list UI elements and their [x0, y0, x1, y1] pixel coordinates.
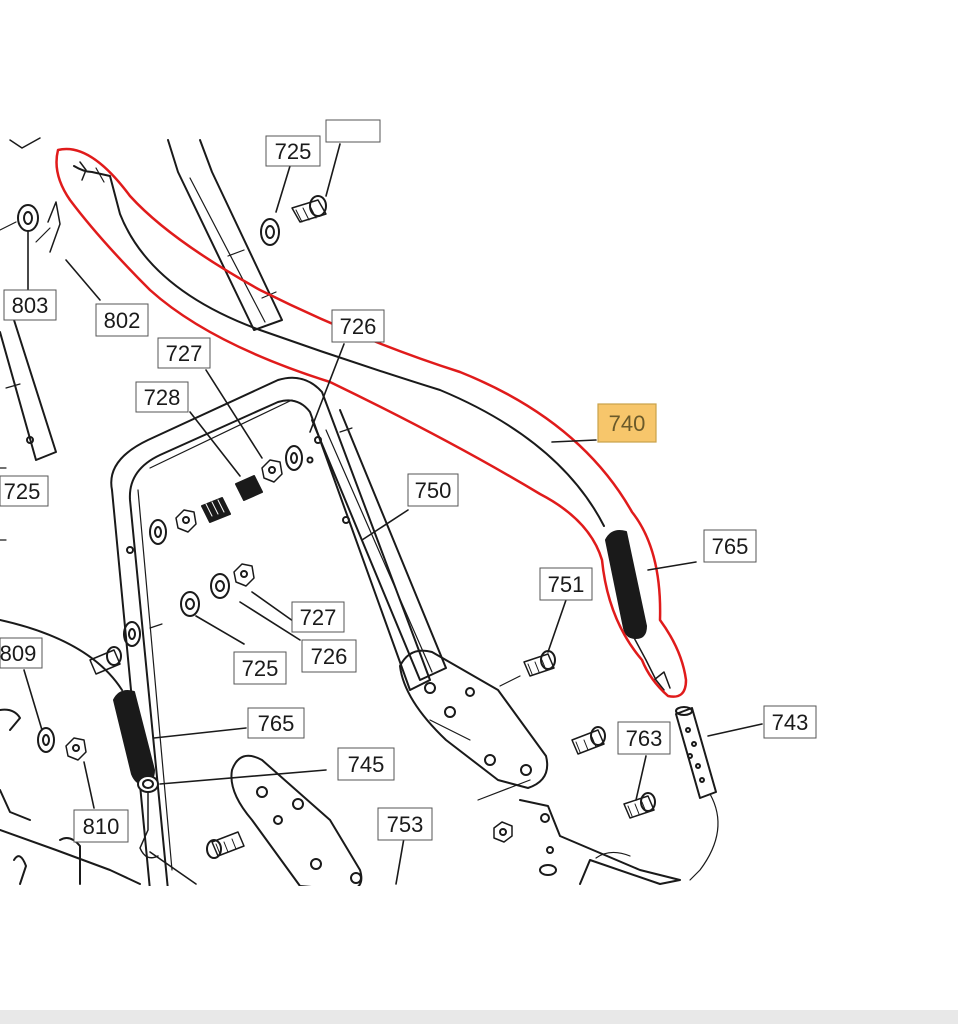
- handle-arm-750: [311, 409, 447, 681]
- washer-809: [123, 621, 163, 647]
- upper-handle-arm: [167, 139, 283, 331]
- cable-left: [0, 619, 159, 859]
- bolt-809: [89, 646, 122, 675]
- label-743: 743: [772, 710, 809, 735]
- label-750: 750: [415, 478, 452, 503]
- label-802: 802: [104, 308, 141, 333]
- label-765-left: 765: [258, 711, 295, 736]
- spring-765-right: [605, 530, 671, 691]
- nut-727-top: [261, 459, 283, 483]
- label-725-mid: 725: [242, 656, 279, 681]
- label-740: 740: [609, 411, 646, 436]
- label-725-left: 725: [4, 479, 41, 504]
- washer-803: [0, 204, 39, 232]
- bolt-763-lower: [623, 792, 656, 819]
- left-handle-bar: [0, 137, 57, 541]
- nut-727-mid: [233, 563, 255, 587]
- label-765-right: 765: [712, 534, 749, 559]
- hairpin-802: [35, 201, 61, 253]
- washer-left: [149, 519, 167, 545]
- cable-740: [73, 161, 605, 527]
- mount-bracket: [519, 799, 681, 885]
- spacer-728: [201, 475, 263, 523]
- label-box-740: [597, 403, 657, 443]
- label-803: 803: [12, 293, 49, 318]
- washer-725-mid: [180, 591, 200, 617]
- label-727-top: 727: [166, 341, 203, 366]
- adjustment-plate-743: [675, 706, 719, 881]
- washer-left-lower: [37, 727, 55, 753]
- leader-lines: [23, 143, 763, 885]
- left-fragment: [0, 708, 141, 885]
- label-810: 810: [83, 814, 120, 839]
- label-728: 728: [144, 385, 181, 410]
- label-753: 753: [387, 812, 424, 837]
- label-727-mid: 727: [300, 605, 337, 630]
- bolt-751: [499, 650, 556, 687]
- label-726-mid: 726: [311, 644, 348, 669]
- bolt-top: [291, 195, 327, 223]
- label-745: 745: [348, 752, 385, 777]
- spring-765-left: [113, 690, 159, 793]
- washer-725-top: [260, 218, 280, 246]
- bolt-lower-left: [206, 831, 245, 859]
- bottom-border-band: [0, 1010, 958, 1024]
- label-725-top: 725: [275, 139, 312, 164]
- bolt-763-upper: [571, 726, 606, 755]
- nut-810: [65, 737, 87, 761]
- label-809: 809: [0, 641, 36, 666]
- label-751: 751: [548, 572, 585, 597]
- label-boxes: [0, 119, 817, 843]
- highlight-outline-740: [55, 147, 688, 698]
- crop-mask-bottom: [0, 886, 958, 1010]
- washer-726-top: [285, 445, 303, 471]
- nut-left: [175, 509, 197, 533]
- label-726-top: 726: [340, 314, 377, 339]
- washer-726-mid: [210, 573, 230, 599]
- pivot-bracket: [399, 649, 549, 801]
- nut-bracket: [493, 821, 513, 843]
- label-763: 763: [626, 726, 663, 751]
- pivot-bracket-745: [230, 754, 363, 891]
